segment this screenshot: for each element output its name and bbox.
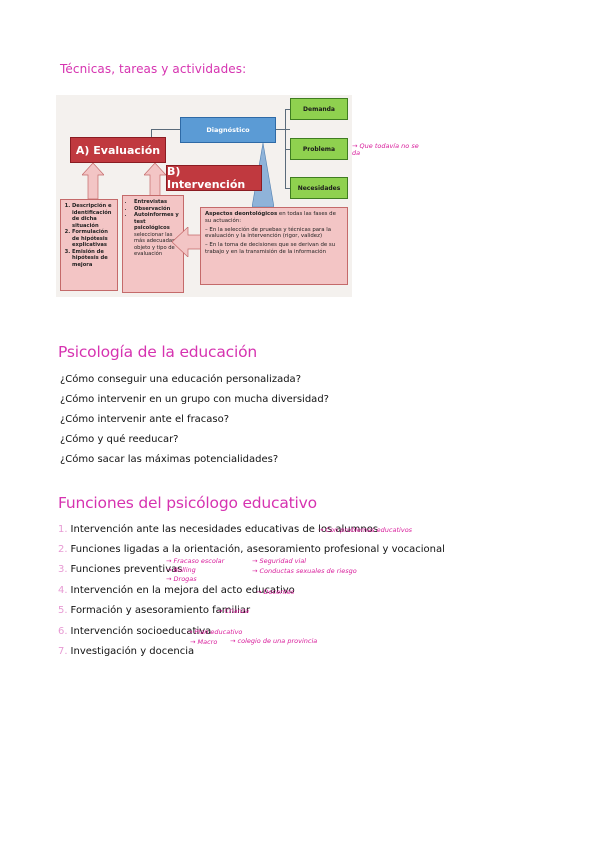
arrow-up-icon [144,163,166,199]
connector-line [285,109,290,110]
section-title-psychology: Psicología de la educación [58,343,258,361]
diagnostico-box: Diagnóstico [180,117,276,143]
section-title-functions: Funciones del psicólogo educativo [58,494,317,512]
function-item: 1.Intervención ante las necesidades educ… [58,524,379,535]
annotation-n1: → Con problemas educativos [318,526,413,534]
process-diagram: Diagnóstico Demanda Problema Necesidades… [56,95,352,297]
connector-line [151,129,180,130]
evaluation-steps-box: Descripción e identificación de dicha si… [60,199,118,291]
aspects-title-rest: en todas las fases de su actuación: [205,211,336,224]
techniques-tail: seleccionar las más adecuadas al objeto … [134,231,182,258]
list-item: Observación [134,206,181,213]
intervencion-box: B) Intervención [166,165,262,191]
problema-box: Problema [290,138,348,160]
function-item: 4.Intervención en la mejora del acto edu… [58,585,295,596]
aspect-item: – En la toma de decisiones que se deriva… [205,242,336,255]
connector-line [276,129,290,130]
annotation-n3d: → Seguridad vial [252,557,307,565]
aspect-item: – En la selección de pruebas y técnicas … [205,226,332,240]
necesidades-box: Necesidades [290,177,348,199]
function-item: 7.Investigación y docencia [58,646,195,657]
annotation-n6c: → colegio de una provincia [230,637,318,645]
connector-line [285,149,290,150]
question-item: ¿Cómo intervenir ante el fracaso? [60,414,230,425]
connector-line [285,109,286,188]
deontological-aspects-box: Aspectos deontológicos en todas las fase… [200,207,348,285]
list-item: Formulación de hipótesis explicativas [72,229,115,249]
annotation-n4: → Docentes [256,588,295,596]
annotation-n3c: → Drogas [166,575,197,583]
arrow-left-icon [172,227,206,257]
evaluacion-box: A) Evaluación [70,137,166,163]
demanda-box: Demanda [290,98,348,120]
annotation-n3b: → Bulling [166,566,196,574]
list-item: Descripción e identificación de dicha si… [72,203,115,229]
function-item: 5.Formación y asesoramiento familiar [58,605,251,616]
list-item: Emisión de hipótesis de mejora [72,249,115,269]
list-item: Autoinformes y test psicológicos [134,212,181,232]
aspects-title: Aspectos deontológicos [205,211,278,217]
question-item: ¿Cómo intervenir en un grupo con mucha d… [60,394,329,405]
annotation-n3a: → Fracaso escolar [166,557,225,565]
annotation-n3e: → Conductas sexuales de riesgo [252,567,357,575]
annotation-n6b: → Macro [190,638,218,646]
list-item: Entrevistas [134,199,181,206]
question-item: ¿Cómo conseguir una educación personaliz… [60,374,301,385]
function-item: 6.Intervención socioeducativa [58,626,212,637]
function-item: 3.Funciones preventivas [58,564,183,575]
annotation-problema: → Que todavía no se da [352,142,419,158]
function-item: 2.Funciones ligadas a la orientación, as… [58,544,445,555]
annotation-n6a: → Plan educativo [187,628,243,636]
question-item: ¿Cómo sacar las máximas potencialidades? [60,454,279,465]
question-item: ¿Cómo y qué reeducar? [60,434,179,445]
section-title-techniques: Técnicas, tareas y actividades: [60,62,247,76]
connector-line [285,188,290,189]
arrow-up-icon [82,163,104,199]
annotation-n5: → Crianza [217,607,250,615]
connector-line [151,129,152,137]
